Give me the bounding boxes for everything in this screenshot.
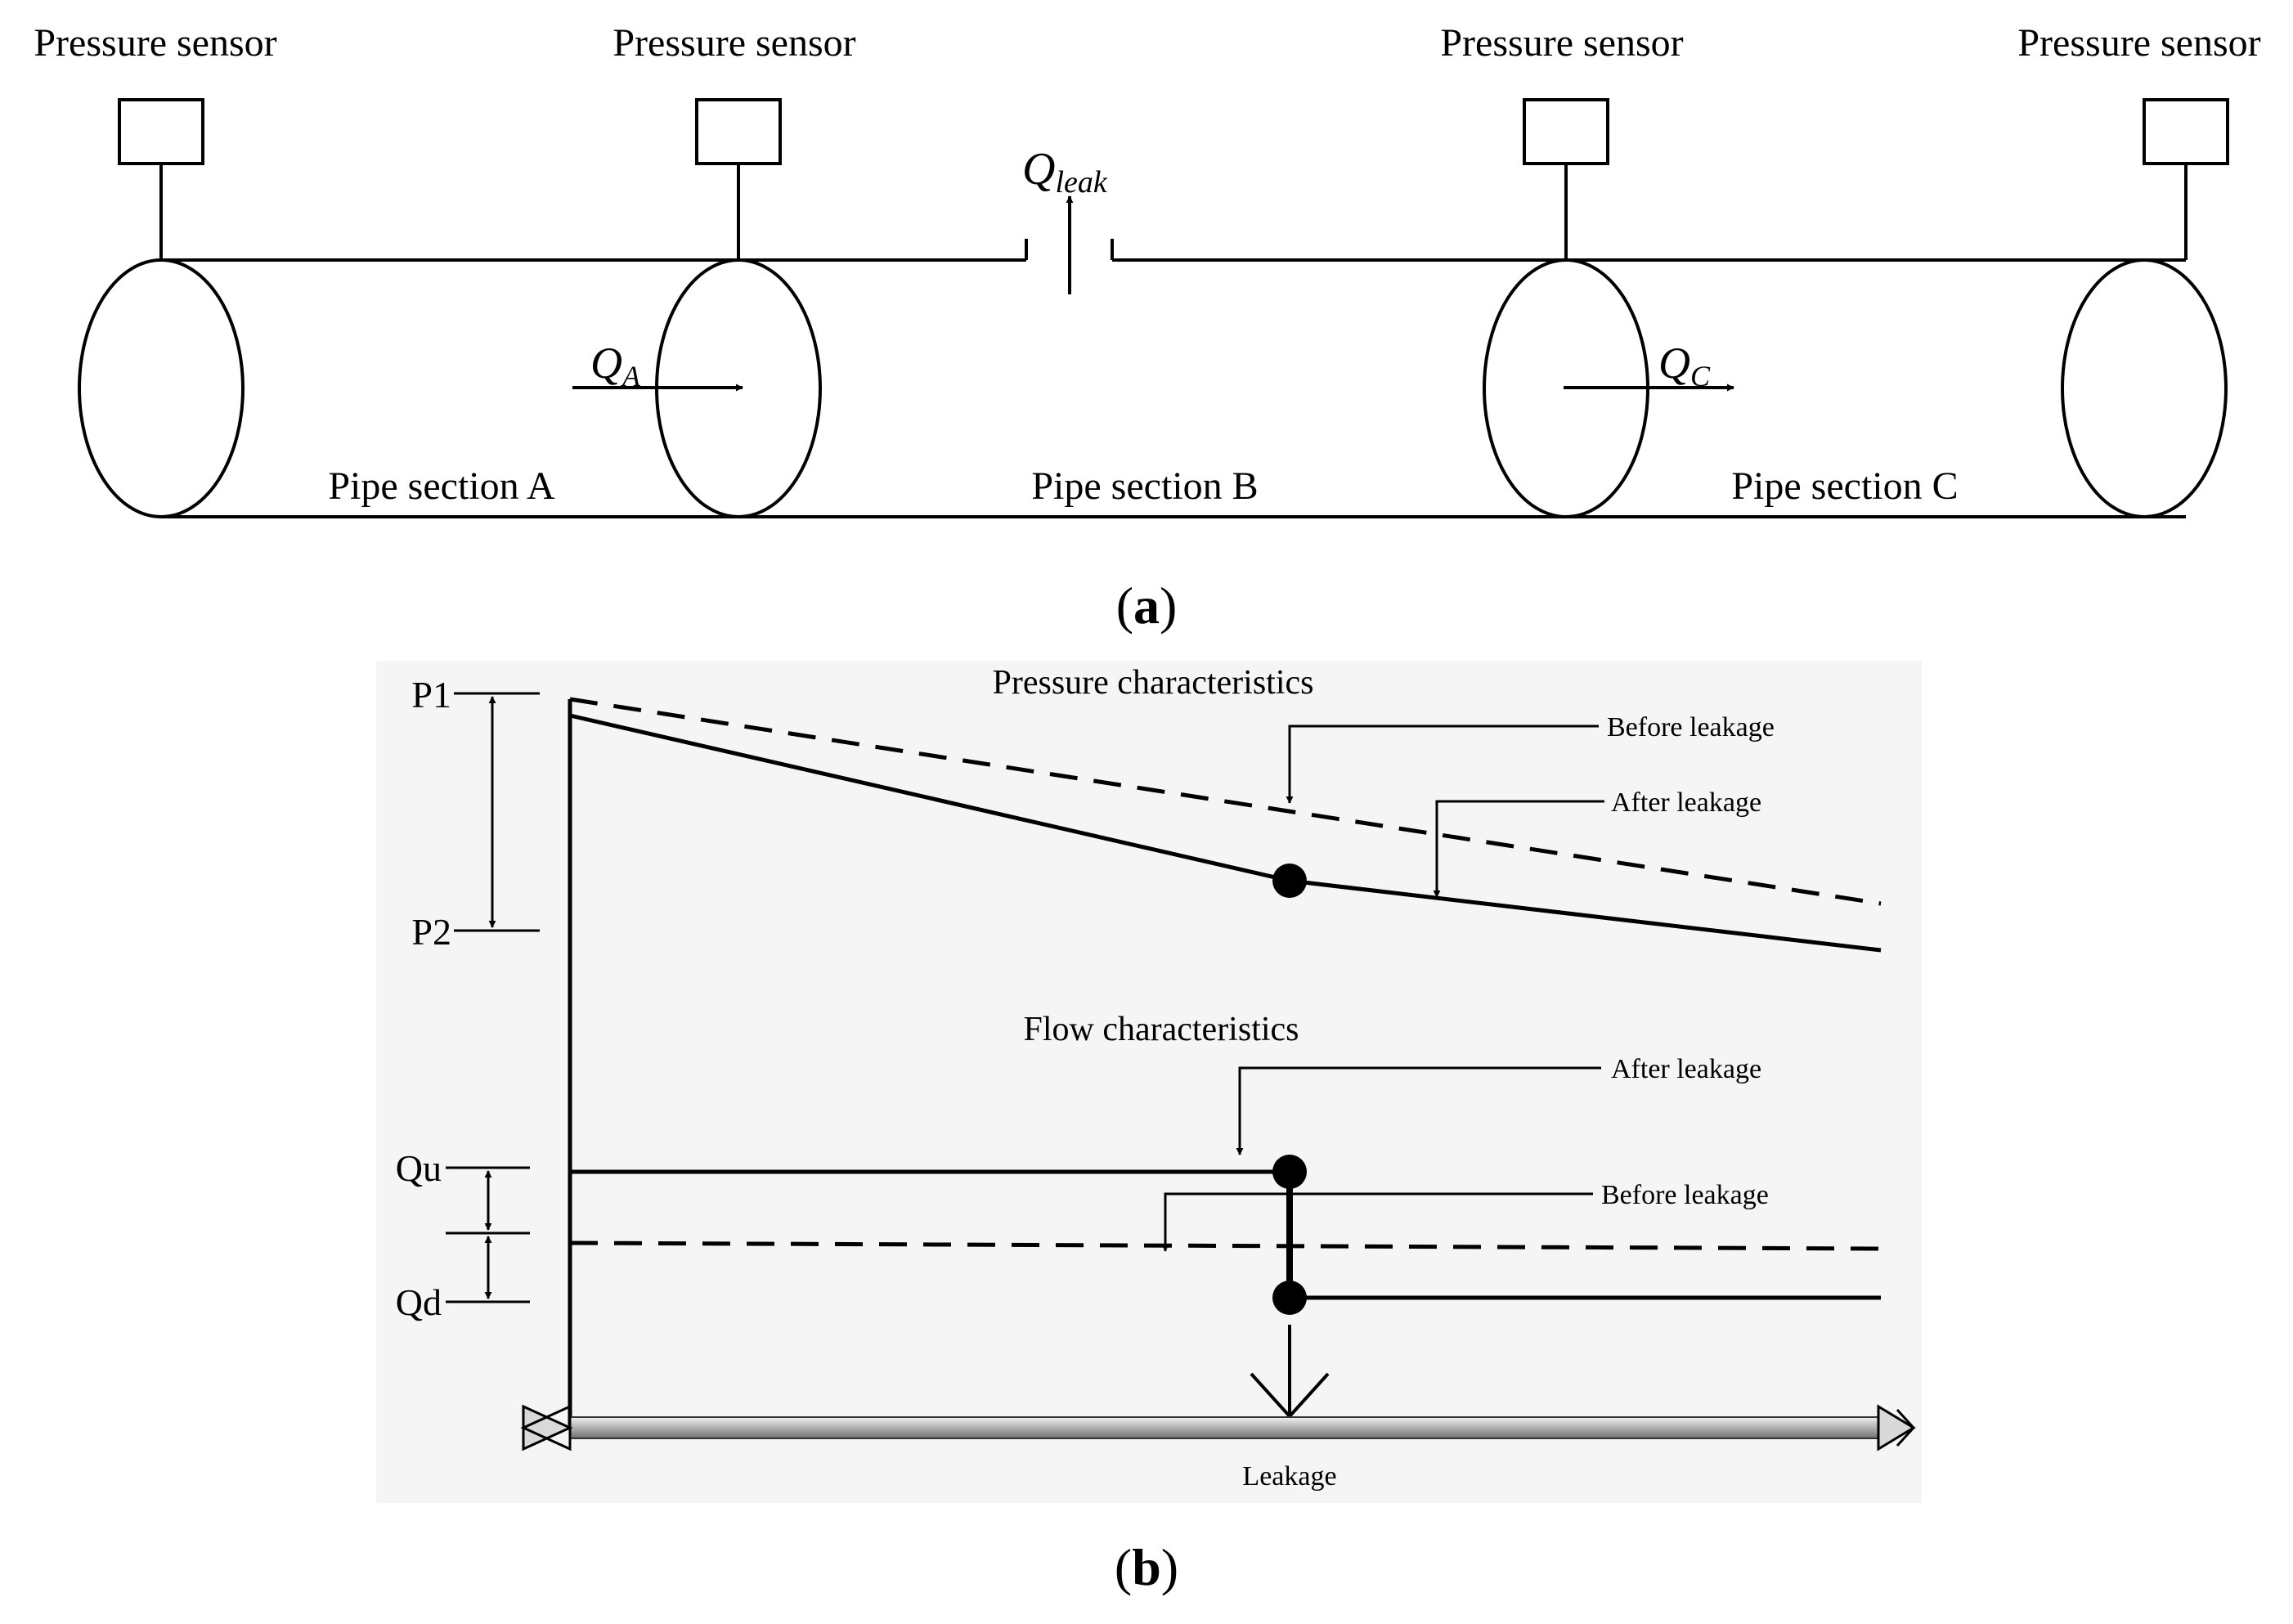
qd-label: Qd (396, 1281, 442, 1323)
pressure-before-label: Before leakage (1607, 712, 1775, 742)
section-label-a: Pipe section A (328, 464, 555, 508)
flow-title: Flow characteristics (1023, 1011, 1299, 1048)
pressure-after-callout (1433, 800, 1604, 898)
section-label-c: Pipe section C (1731, 464, 1958, 508)
sensor-3 (1523, 98, 1609, 260)
sensor-label-2: Pressure sensor (613, 21, 855, 65)
pipe-ellipse-1 (78, 258, 245, 518)
pressure-leak-point (1272, 864, 1307, 898)
panel-b: P1 P2 Qu Qd Pressure characteristics Bef… (376, 661, 1922, 1596)
leak-flow-label: Qleak (1022, 144, 1108, 200)
flow-downstream-point (1272, 1281, 1307, 1315)
pressure-before-line (569, 697, 1882, 906)
pipe-label: Leakage (1242, 1461, 1336, 1492)
leak-v-mark (1250, 1325, 1330, 1418)
sensor-label-1: Pressure sensor (34, 21, 276, 65)
sensor-4 (2143, 98, 2229, 260)
pressure-before-callout (1286, 725, 1599, 804)
flow-after-callout (1236, 1066, 1601, 1155)
section-label-b: Pipe section B (1031, 464, 1258, 508)
pressure-after-label: After leakage (1611, 787, 1761, 818)
flow-a-label: QA (590, 339, 641, 393)
panel-a: Pressure sensor Pressure sensor Pressure… (34, 21, 2260, 635)
pressure-title: Pressure characteristics (993, 664, 1314, 702)
pipe-bar (520, 1404, 1916, 1451)
panel-b-background (376, 661, 1922, 1503)
flow-after-label: After leakage (1611, 1054, 1761, 1084)
p2-label: P2 (411, 911, 451, 953)
sensor-1 (118, 98, 204, 260)
sensor-label-3: Pressure sensor (1440, 21, 1683, 65)
pipe-outline (161, 239, 2186, 518)
caption-b: (b) (1115, 1538, 1178, 1596)
caption-a: (a) (1116, 576, 1178, 635)
p1-label: P1 (411, 674, 451, 716)
qu-label: Qu (396, 1147, 442, 1189)
sensor-label-4: Pressure sensor (2017, 21, 2260, 65)
pipe-ellipse-4 (2061, 258, 2228, 518)
flow-c-label: QC (1658, 339, 1711, 393)
sensor-2 (695, 98, 782, 260)
flow-upstream-point (1272, 1155, 1307, 1189)
flow-before-callout (1161, 1192, 1593, 1252)
flow-before-label: Before leakage (1601, 1180, 1769, 1210)
